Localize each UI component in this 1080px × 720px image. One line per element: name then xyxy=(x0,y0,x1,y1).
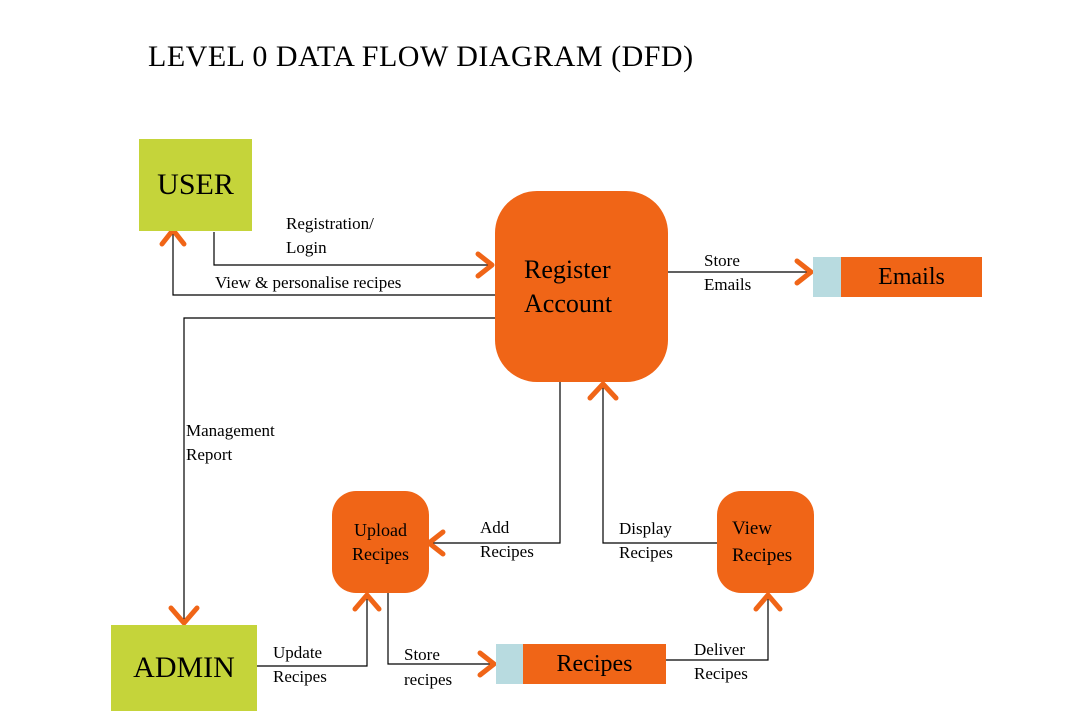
flow-label-add-recipes: Add Recipes xyxy=(480,516,534,564)
flow-label-update-line2: Recipes xyxy=(273,667,327,686)
diagram-title: LEVEL 0 DATA FLOW DIAGRAM (DFD) xyxy=(148,40,694,73)
flow-label-deliver-line1: Deliver xyxy=(694,640,745,659)
process-upload-recipes: Upload Recipes xyxy=(332,491,429,593)
flow-label-update-recipes: Update Recipes xyxy=(273,641,327,689)
datastore-recipes-id-box xyxy=(496,644,523,684)
flow-line-view-personalise xyxy=(172,232,495,296)
flow-label-store-emails-line1: Store xyxy=(704,251,740,270)
process-upload-recipes-line1: Upload xyxy=(353,520,407,540)
flow-line-registration xyxy=(213,232,490,266)
arrowhead-to-upload-bottom xyxy=(352,592,382,612)
datastore-emails: Emails xyxy=(813,257,982,297)
flow-label-display-line1: Display xyxy=(619,519,672,538)
datastore-emails-name-box: Emails xyxy=(841,257,982,297)
flow-line-add-recipes xyxy=(430,382,561,544)
arrowhead-to-register xyxy=(475,251,495,279)
process-upload-recipes-line2: Recipes xyxy=(352,544,409,564)
flow-label-store-emails: Store Emails xyxy=(704,249,751,297)
flow-line-update-recipes xyxy=(257,596,368,667)
arrowhead-to-admin xyxy=(168,605,200,626)
process-register-account-line1: Register xyxy=(524,254,611,284)
arrowhead-to-register-bottom xyxy=(587,381,619,401)
flow-label-display-recipes: Display Recipes xyxy=(619,517,673,565)
process-view-recipes-line1: View xyxy=(732,518,773,539)
flow-label-management-line1: Management xyxy=(186,421,275,440)
flow-label-update-line1: Update xyxy=(273,643,323,662)
datastore-recipes-label: Recipes xyxy=(556,650,633,677)
arrowhead-to-view-recipes xyxy=(753,592,783,612)
flow-label-registration-line2: Login xyxy=(286,238,327,257)
flow-line-deliver-recipes xyxy=(666,596,769,661)
entity-user-label: USER xyxy=(157,168,234,201)
flow-label-deliver-recipes: Deliver Recipes xyxy=(694,638,748,686)
flow-line-display-recipes xyxy=(602,384,717,544)
flow-label-management-line2: Report xyxy=(186,445,233,464)
process-view-recipes-line2: Recipes xyxy=(732,545,793,566)
flow-label-store-recipes-line1: Store xyxy=(404,645,440,664)
datastore-recipes-name-box: Recipes xyxy=(523,644,666,684)
entity-admin-label: ADMIN xyxy=(133,651,235,684)
flow-line-management-report xyxy=(183,317,495,620)
entity-admin: ADMIN xyxy=(111,625,257,711)
process-view-recipes: View Recipes xyxy=(717,491,814,593)
datastore-emails-label: Emails xyxy=(878,263,945,290)
flow-label-registration-login: Registration/ Login xyxy=(286,212,374,260)
flow-label-management-report: Management Report xyxy=(186,419,275,467)
process-register-account-line2: Account xyxy=(524,288,613,318)
process-register-account: Register Account xyxy=(495,191,668,382)
flow-label-view-personalise: View & personalise recipes xyxy=(215,273,402,292)
datastore-recipes: Recipes xyxy=(496,644,666,684)
flow-label-store-emails-line2: Emails xyxy=(704,275,752,294)
flow-label-registration-line1: Registration/ xyxy=(286,214,374,233)
entity-user: USER xyxy=(139,139,252,231)
flow-label-add-line1: Add xyxy=(480,518,510,537)
flow-line-store-recipes xyxy=(387,593,492,665)
flow-label-display-line2: Recipes xyxy=(619,543,673,562)
datastore-emails-id-box xyxy=(813,257,841,297)
arrowhead-to-upload xyxy=(426,529,446,557)
arrowhead-to-emails xyxy=(794,258,814,286)
flow-label-add-line2: Recipes xyxy=(480,542,534,561)
arrowhead-to-recipes-store xyxy=(477,650,497,678)
flow-label-store-recipes: Store recipes xyxy=(404,642,452,692)
flow-label-deliver-line2: Recipes xyxy=(694,664,748,683)
flow-label-store-recipes-line2: recipes xyxy=(404,670,453,689)
